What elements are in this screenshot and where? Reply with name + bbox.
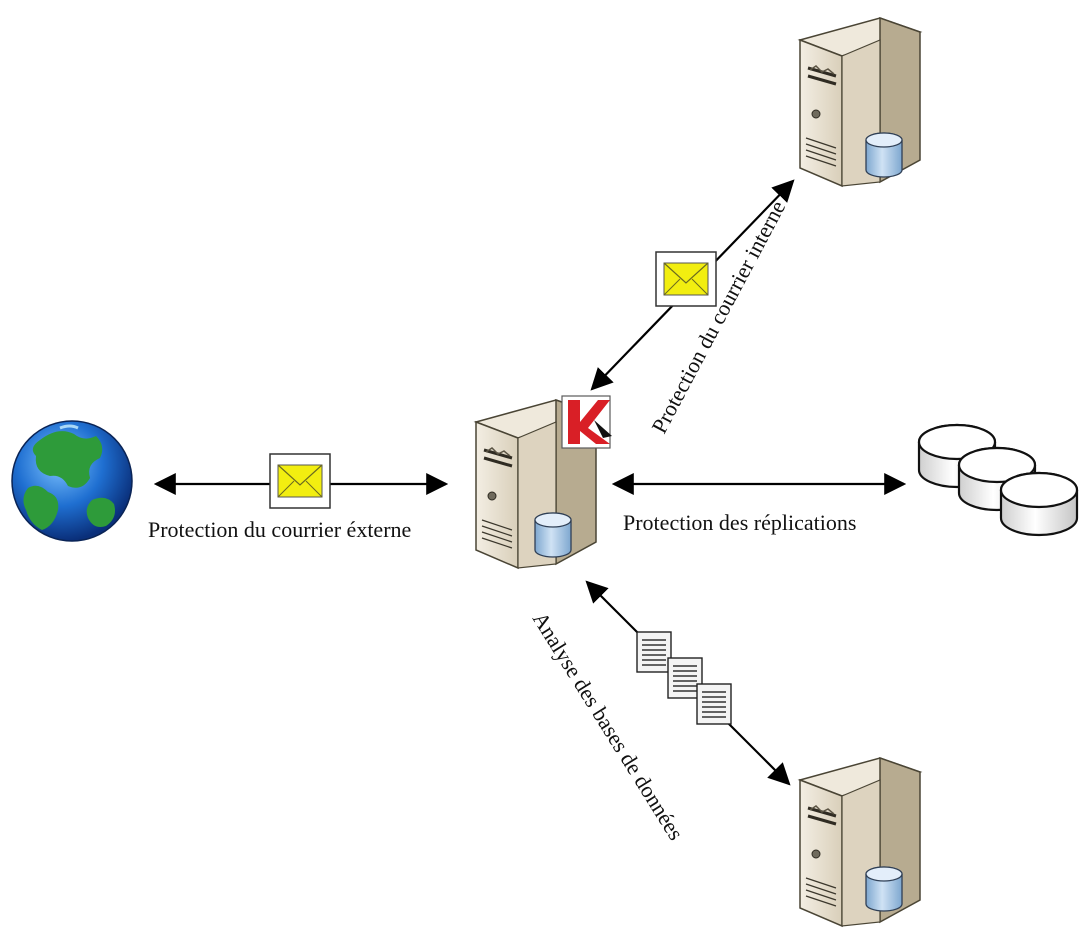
documents-icon bbox=[636, 631, 732, 725]
db-server bbox=[798, 756, 922, 928]
database-icon bbox=[865, 866, 903, 912]
envelope-icon bbox=[269, 453, 331, 509]
label-external-mail: Protection du courrier éxterne bbox=[148, 517, 411, 542]
database-icon bbox=[865, 132, 903, 178]
mail-server bbox=[798, 16, 922, 188]
database-icon bbox=[999, 471, 1079, 537]
central-server bbox=[474, 395, 612, 570]
label-replications: Protection des réplications bbox=[623, 510, 856, 535]
database-icon bbox=[534, 512, 572, 558]
globe-icon bbox=[11, 420, 133, 542]
label-internal-mail: Protection du courrier interne bbox=[646, 196, 790, 437]
envelope-icon bbox=[655, 251, 717, 307]
replication-storage bbox=[917, 423, 1079, 537]
kaspersky-k-icon bbox=[561, 395, 612, 449]
